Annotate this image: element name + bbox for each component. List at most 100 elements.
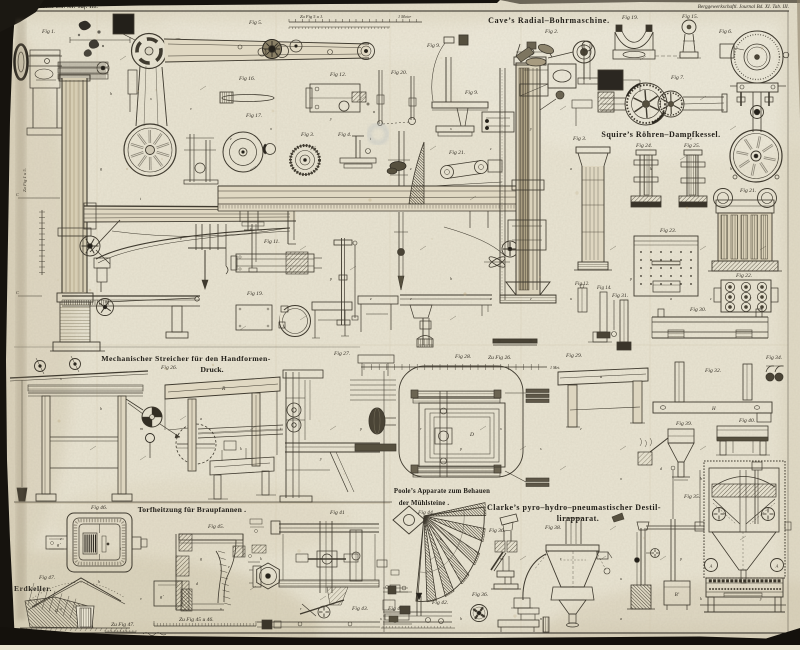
svg-text:Poole’s Apparate zum Behauen: Poole’s Apparate zum Behauen — [394, 488, 490, 495]
svg-text:Fig 24.: Fig 24. — [635, 143, 652, 149]
svg-text:e: e — [60, 536, 62, 541]
svg-text:a: a — [200, 416, 202, 421]
svg-text:v: v — [690, 136, 692, 141]
svg-text:e: e — [530, 296, 532, 301]
svg-text:Fig 36.: Fig 36. — [488, 528, 505, 534]
svg-text:Fig 32.: Fig 32. — [704, 368, 721, 374]
svg-text:Fig 5.: Fig 5. — [248, 20, 262, 26]
svg-text:Fig 29.: Fig 29. — [565, 353, 582, 359]
svg-text:Fig 23.: Fig 23. — [659, 228, 676, 234]
svg-text:x: x — [379, 616, 382, 621]
svg-text:x: x — [499, 426, 502, 431]
svg-text:Fig 21.: Fig 21. — [739, 188, 756, 194]
svg-text:Fig 16.: Fig 16. — [238, 76, 255, 82]
svg-text:m: m — [140, 426, 143, 431]
svg-text:x: x — [449, 126, 452, 131]
svg-text:Zu Fig 45 u 46.: Zu Fig 45 u 46. — [179, 617, 214, 623]
svg-text:Fig 39.: Fig 39. — [675, 421, 692, 427]
svg-text:Zu Fig 5 u 1.: Zu Fig 5 u 1. — [300, 14, 323, 19]
svg-text:Fig 12.: Fig 12. — [574, 282, 589, 287]
svg-text:k: k — [700, 596, 702, 601]
svg-text:Zu Fig 47.: Zu Fig 47. — [111, 622, 134, 628]
svg-text:A: A — [775, 564, 779, 569]
svg-text:p: p — [679, 556, 682, 561]
svg-text:p: p — [329, 276, 332, 281]
svg-text:o: o — [60, 606, 62, 611]
svg-text:g: g — [200, 556, 202, 561]
svg-text:e: e — [410, 296, 412, 301]
svg-text:A: A — [709, 564, 713, 569]
svg-text:Fig 14.: Fig 14. — [596, 286, 611, 291]
svg-text:e: e — [580, 426, 582, 431]
svg-text:h: h — [450, 276, 452, 281]
svg-text:m: m — [500, 556, 503, 561]
svg-text:v: v — [190, 106, 192, 111]
svg-text:Fig 34.: Fig 34. — [765, 355, 782, 361]
svg-text:g: g — [100, 166, 102, 171]
svg-text:c: c — [710, 296, 712, 301]
svg-text:Fig 41: Fig 41 — [329, 510, 345, 516]
svg-text:D: D — [469, 432, 474, 438]
svg-text:Fig 9.: Fig 9. — [464, 90, 478, 96]
svg-text:R: R — [221, 386, 226, 392]
svg-text:Zu Fig 26.: Zu Fig 26. — [488, 355, 511, 361]
svg-text:Torfheitzung für Braupfannen .: Torfheitzung für Braupfannen . — [138, 505, 247, 514]
svg-text:x: x — [219, 606, 222, 611]
svg-text:Fig 31.: Fig 31. — [611, 293, 628, 299]
svg-text:Fig 25.: Fig 25. — [683, 143, 700, 149]
svg-text:Squire’s Röhren–Dampfkessel.: Squire’s Röhren–Dampfkessel. — [601, 130, 720, 139]
svg-text:e: e — [228, 564, 230, 569]
svg-text:Fig 46.: Fig 46. — [90, 505, 107, 511]
svg-text:Fig 35.: Fig 35. — [683, 494, 700, 500]
svg-text:v: v — [140, 596, 142, 601]
svg-text:Fig 40.: Fig 40. — [738, 418, 755, 424]
svg-text:Mechanischer Streicher für den: Mechanischer Streicher für den Handforme… — [101, 354, 271, 363]
svg-text:v: v — [250, 226, 252, 231]
svg-text:H: H — [711, 407, 716, 412]
svg-text:p: p — [359, 426, 362, 431]
svg-text:c: c — [490, 146, 492, 151]
svg-text:B’: B’ — [675, 593, 680, 598]
svg-text:Fig 6.: Fig 6. — [718, 29, 732, 35]
svg-text:1 Met.: 1 Met. — [550, 365, 560, 370]
svg-text:b: b — [100, 406, 102, 411]
svg-text:Fig 12.: Fig 12. — [329, 72, 346, 78]
svg-text:Fig 19.: Fig 19. — [621, 15, 638, 21]
svg-text:b: b — [700, 476, 702, 481]
svg-text:Fig 45.: Fig 45. — [207, 524, 224, 530]
svg-text:u: u — [620, 576, 622, 581]
svg-text:Fig 11.: Fig 11. — [263, 239, 280, 245]
svg-text:y: y — [529, 126, 532, 131]
svg-text:z: z — [439, 536, 442, 541]
svg-text:o: o — [270, 126, 272, 131]
svg-text:Fig 26.: Fig 26. — [160, 365, 177, 371]
svg-text:Fig 30.: Fig 30. — [689, 307, 706, 313]
svg-text:Fig 9.: Fig 9. — [426, 43, 440, 49]
svg-text:Fig 4.: Fig 4. — [337, 132, 351, 138]
svg-text:Fig 47.: Fig 47. — [38, 575, 55, 581]
svg-text:a: a — [670, 296, 672, 301]
svg-text:k: k — [260, 556, 262, 561]
svg-text:Fig 27.: Fig 27. — [333, 351, 350, 357]
svg-text:Fig 2.: Fig 2. — [544, 29, 558, 35]
svg-text:y: y — [759, 596, 762, 601]
svg-text:Cave’s Radial–Bohrmaschine.: Cave’s Radial–Bohrmaschine. — [488, 16, 610, 25]
svg-text:Berggewerkschaftl. Journal Bd.: Berggewerkschaftl. Journal Bd. XI. Tab. … — [698, 3, 789, 10]
svg-text:Fig 43.: Fig 43. — [351, 606, 368, 612]
svg-text:k: k — [650, 166, 652, 171]
svg-text:n: n — [540, 616, 542, 621]
svg-text:z: z — [409, 166, 412, 171]
svg-text:g’: g’ — [160, 594, 164, 599]
svg-text:y: y — [319, 456, 322, 461]
svg-text:h: h — [98, 579, 100, 584]
svg-text:Fig 21.: Fig 21. — [448, 150, 465, 156]
svg-text:Fig 22.: Fig 22. — [735, 273, 752, 279]
svg-text:v: v — [180, 236, 182, 241]
svg-text:h: h — [460, 616, 462, 621]
svg-text:Fig 15.: Fig 15. — [681, 14, 698, 20]
svg-text:Fig 38.: Fig 38. — [544, 525, 561, 531]
svg-text:Fig 19.: Fig 19. — [246, 291, 263, 297]
svg-text:Fig 3.: Fig 3. — [300, 132, 314, 138]
svg-text:y: y — [329, 116, 332, 121]
svg-text:der Mühlsteine .: der Mühlsteine . — [399, 500, 450, 507]
